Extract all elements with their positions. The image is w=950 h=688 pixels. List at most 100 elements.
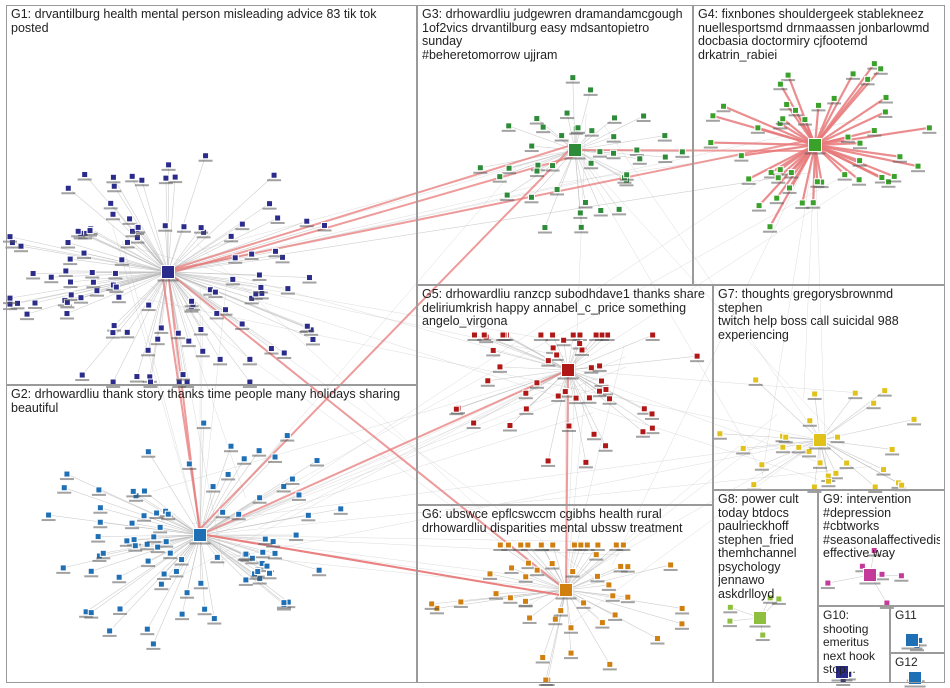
- node-label-mark: [175, 618, 190, 621]
- edge-g3: [531, 145, 576, 151]
- node-g3: [541, 224, 549, 232]
- node-g2: [96, 518, 104, 526]
- node-label-mark: [773, 88, 788, 91]
- node-label-mark: [650, 642, 665, 645]
- edge-g1: [167, 155, 206, 273]
- node-g3: [563, 109, 571, 117]
- node-g5: [506, 421, 514, 429]
- node-g2: [313, 457, 321, 465]
- node-label-mark: [629, 154, 644, 157]
- node-label-mark: [553, 614, 568, 617]
- node-g6: [524, 559, 532, 567]
- node-label-mark: [277, 356, 292, 359]
- node-label-mark: [172, 386, 187, 388]
- node-g6: [496, 541, 504, 549]
- node-label-mark: [106, 386, 121, 388]
- node-label-mark: [578, 206, 593, 209]
- node-g2: [269, 538, 277, 546]
- node-g2: [254, 568, 262, 576]
- node-g4: [864, 75, 872, 83]
- node-g1: [109, 210, 117, 218]
- node-label-mark: [300, 330, 315, 333]
- edge-g2: [103, 534, 201, 554]
- node-g6: [457, 598, 465, 606]
- node-g1: [271, 247, 279, 255]
- node-label-mark: [492, 370, 507, 373]
- node-label-mark: [83, 234, 98, 237]
- node-g2: [156, 523, 164, 531]
- node-g2: [153, 509, 161, 517]
- node-label-mark: [235, 228, 250, 231]
- node-label-mark: [299, 225, 314, 228]
- node-label-mark: [885, 453, 900, 456]
- node-label-mark: [125, 527, 140, 530]
- node-label-mark: [598, 393, 613, 396]
- node-g3: [576, 209, 584, 217]
- edge-cross: [199, 385, 601, 536]
- node-g2: [240, 455, 248, 463]
- edge-g7: [819, 439, 902, 486]
- node-label-mark: [675, 155, 690, 158]
- node-label-mark: [107, 190, 122, 193]
- node-g1: [88, 269, 96, 277]
- edge-g1: [167, 271, 288, 289]
- node-g2: [259, 548, 267, 556]
- node-g5: [602, 442, 610, 450]
- node-g6: [542, 676, 550, 684]
- node-label-mark: [828, 477, 843, 480]
- node-label-mark: [663, 568, 678, 571]
- node-g3: [505, 164, 513, 172]
- edge-g3: [574, 89, 591, 151]
- edge-g3: [572, 77, 576, 151]
- node-label-mark: [608, 618, 623, 621]
- node-label-mark: [674, 627, 689, 630]
- node-g1: [307, 326, 315, 334]
- node-g2: [261, 535, 269, 543]
- node-g2: [337, 505, 345, 513]
- hub-node-g8: [753, 611, 767, 625]
- node-label-mark: [479, 341, 494, 344]
- node-g2: [280, 599, 288, 607]
- node-label-mark: [878, 115, 893, 118]
- node-label-mark: [501, 129, 516, 132]
- node-g2: [224, 470, 232, 478]
- edge-g5: [547, 369, 569, 462]
- node-g4: [925, 124, 933, 132]
- node-label-mark: [210, 561, 225, 564]
- node-g2: [271, 453, 279, 461]
- node-label-mark: [71, 235, 86, 238]
- group-label-g6: G6: ubswce epflcswccm cgibhs health rura…: [422, 508, 683, 535]
- edge-g2: [199, 534, 205, 610]
- node-label-mark: [555, 597, 577, 600]
- edge-g9: [827, 574, 871, 584]
- node-g5: [499, 331, 507, 339]
- node-g2: [160, 570, 168, 578]
- edge-g1: [167, 227, 202, 273]
- edge-g1: [33, 271, 169, 274]
- node-g6: [678, 604, 686, 612]
- edge-cross: [167, 271, 819, 480]
- node-g6: [592, 551, 600, 559]
- node-g4: [720, 102, 728, 110]
- node-label-mark: [276, 606, 291, 609]
- edge-g3: [574, 135, 665, 151]
- node-label-mark: [820, 587, 835, 590]
- node-g7: [811, 390, 819, 398]
- node-label-mark: [91, 540, 106, 543]
- node-g1: [109, 173, 117, 181]
- node-label-mark: [108, 277, 123, 280]
- edge-g3: [508, 125, 576, 151]
- node-g7: [834, 433, 842, 441]
- edge-g5-g6: [565, 369, 569, 591]
- node-g6: [548, 560, 556, 568]
- node-label-mark: [61, 192, 76, 195]
- edge-cross: [204, 369, 569, 541]
- node-g6: [557, 607, 565, 615]
- node-g1: [162, 174, 170, 182]
- node-label-mark: [248, 297, 263, 300]
- node-label-mark: [723, 611, 738, 614]
- node-label-mark: [565, 81, 580, 84]
- edge-g6: [565, 544, 599, 591]
- node-label-mark: [119, 544, 134, 547]
- node-label-mark: [502, 172, 517, 175]
